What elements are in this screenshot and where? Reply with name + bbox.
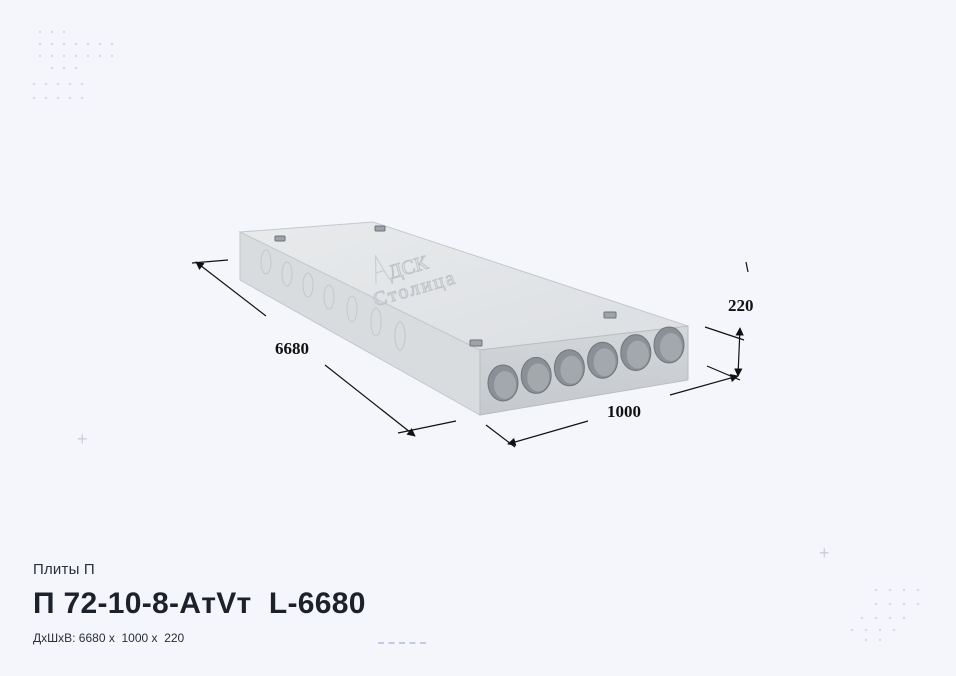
height-dimension bbox=[704, 261, 749, 377]
decor-plus-icon: + bbox=[819, 543, 830, 563]
hollow-core-inner bbox=[593, 348, 616, 377]
decor-dot-grid-top-left bbox=[32, 30, 114, 100]
width-dimension bbox=[485, 365, 741, 448]
slab-dimension-drawing: ДСК Столица 6680 1000 220 bbox=[191, 221, 754, 448]
decor-plus-icon: + bbox=[77, 429, 88, 449]
hollow-core-inner bbox=[626, 340, 649, 369]
height-label: 220 bbox=[728, 296, 754, 315]
product-dimensions: ДхШхВ: 6680 х 1000 х 220 bbox=[33, 631, 185, 645]
decor-dashed-line bbox=[378, 642, 426, 644]
decor-dot-grid-bottom-right bbox=[850, 588, 920, 642]
hollow-core-inner bbox=[494, 371, 516, 399]
hollow-core-inner bbox=[660, 333, 682, 361]
product-category: Плиты П bbox=[33, 561, 95, 578]
width-label: 1000 bbox=[607, 402, 641, 421]
length-label: 6680 bbox=[275, 339, 309, 358]
product-title: П 72-10-8-AтVт L-6680 bbox=[33, 587, 366, 620]
slab-side-cores bbox=[260, 249, 406, 351]
lifting-loops bbox=[274, 225, 617, 347]
hollow-cores bbox=[487, 326, 685, 402]
hollow-core-inner bbox=[527, 363, 550, 392]
length-dimension bbox=[191, 259, 457, 437]
hollow-core-inner bbox=[560, 355, 583, 384]
